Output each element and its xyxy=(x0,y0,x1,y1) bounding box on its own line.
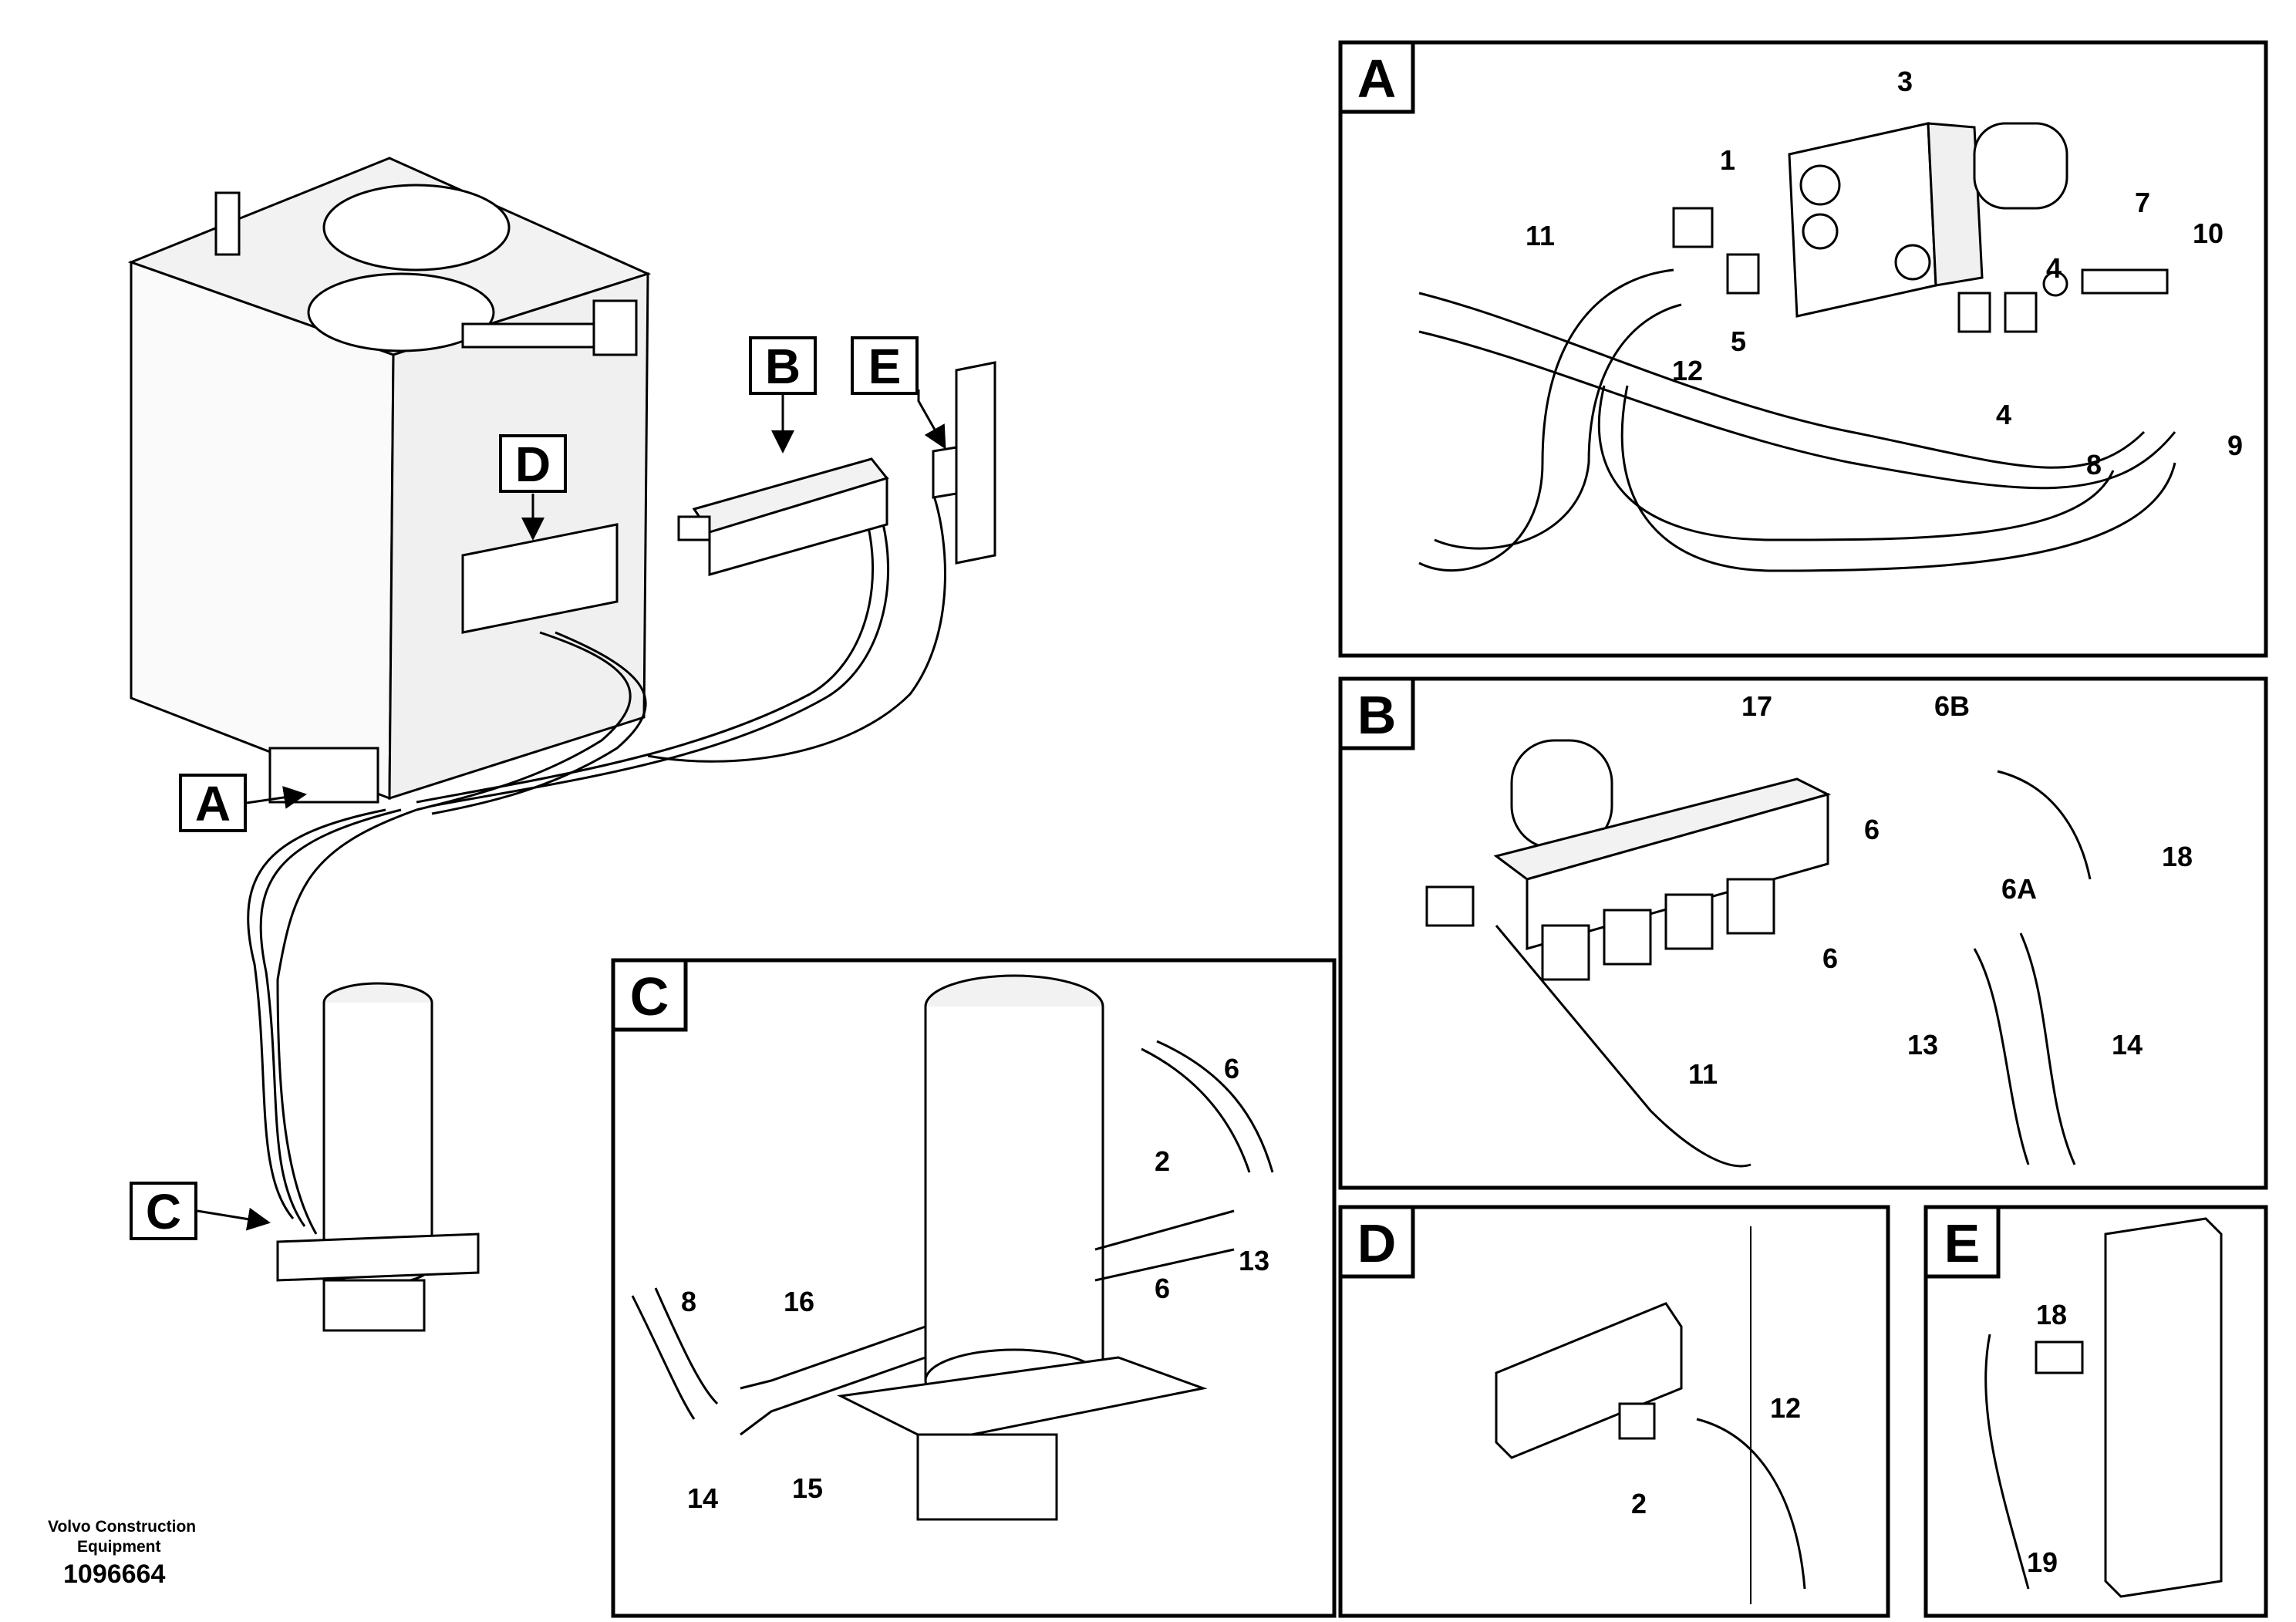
svg-text:7: 7 xyxy=(2135,187,2150,218)
svg-text:3: 3 xyxy=(1897,66,1913,97)
svg-text:18: 18 xyxy=(2162,841,2193,872)
svg-text:E: E xyxy=(868,339,902,394)
callout-e-main: E xyxy=(852,338,946,450)
svg-text:1: 1 xyxy=(1720,144,1735,176)
svg-text:C: C xyxy=(146,1184,181,1239)
callout-d-main: D xyxy=(501,436,565,541)
panel-b: B 17 6B 6 6 6A 18 11 13 14 xyxy=(1340,679,2266,1188)
svg-text:2: 2 xyxy=(1631,1488,1647,1519)
svg-text:D: D xyxy=(515,437,551,492)
svg-text:A: A xyxy=(1357,49,1397,109)
swivel-joint xyxy=(278,983,478,1330)
svg-text:4: 4 xyxy=(1996,399,2011,430)
main-hoses xyxy=(248,494,946,1234)
hydraulic-tank xyxy=(131,158,648,798)
svg-text:13: 13 xyxy=(1907,1029,1938,1061)
svg-text:D: D xyxy=(1357,1213,1397,1273)
svg-text:B: B xyxy=(1357,685,1397,745)
callout-b-main: B xyxy=(750,338,815,454)
manifold-block xyxy=(933,363,995,563)
svg-text:12: 12 xyxy=(1672,355,1703,386)
svg-text:4: 4 xyxy=(2046,252,2062,284)
svg-text:14: 14 xyxy=(687,1482,718,1514)
svg-text:19: 19 xyxy=(2027,1546,2058,1578)
svg-text:6A: 6A xyxy=(2001,873,2037,905)
svg-text:9: 9 xyxy=(2227,430,2243,461)
panel-a: A 3 1 4 4 5 7 xyxy=(1340,42,2266,656)
svg-text:5: 5 xyxy=(1731,325,1746,357)
svg-text:A: A xyxy=(195,776,231,831)
svg-text:12: 12 xyxy=(1770,1392,1801,1424)
svg-text:11: 11 xyxy=(1526,220,1555,251)
svg-text:6: 6 xyxy=(1864,814,1880,845)
panel-c: C 6 2 13 6 8 16 14 15 xyxy=(613,960,1334,1616)
svg-text:10: 10 xyxy=(2193,218,2224,249)
svg-text:15: 15 xyxy=(792,1472,823,1504)
svg-text:8: 8 xyxy=(2086,449,2102,481)
valve-block xyxy=(679,459,887,575)
svg-text:C: C xyxy=(630,966,669,1027)
svg-text:6: 6 xyxy=(1155,1273,1170,1304)
svg-text:14: 14 xyxy=(2112,1029,2143,1061)
svg-text:6: 6 xyxy=(1224,1053,1239,1084)
svg-text:B: B xyxy=(765,339,801,394)
callout-c-main: C xyxy=(131,1183,271,1239)
svg-text:13: 13 xyxy=(1239,1245,1269,1276)
svg-text:18: 18 xyxy=(2036,1299,2067,1330)
svg-text:E: E xyxy=(1944,1213,1981,1273)
svg-text:17: 17 xyxy=(1741,690,1772,722)
svg-text:16: 16 xyxy=(784,1286,814,1317)
svg-text:2: 2 xyxy=(1155,1145,1170,1177)
svg-text:11: 11 xyxy=(1688,1058,1718,1090)
callout-a-main: A xyxy=(180,775,307,831)
panel-e: E 18 19 xyxy=(1926,1207,2266,1616)
svg-text:8: 8 xyxy=(681,1286,696,1317)
document-number: 1096664 xyxy=(63,1560,166,1589)
tank-bottom-valve xyxy=(270,748,378,802)
panel-d: D 2 12 xyxy=(1340,1207,1888,1616)
manufacturer-line-2: Equipment xyxy=(77,1538,161,1556)
svg-text:6: 6 xyxy=(1822,943,1838,974)
manufacturer-line-1: Volvo Construction xyxy=(48,1518,197,1536)
svg-text:6B: 6B xyxy=(1934,690,1970,722)
